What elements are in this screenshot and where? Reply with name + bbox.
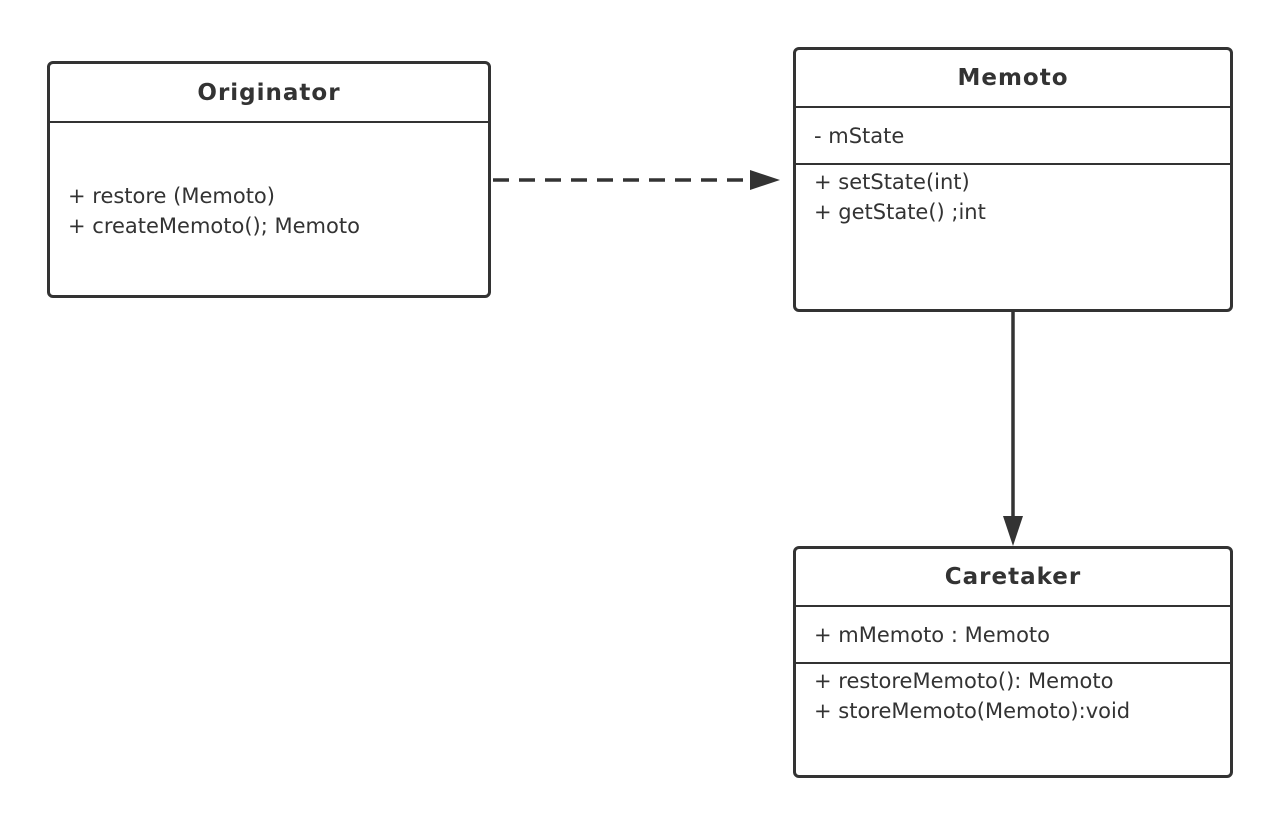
operation: + restore (Memoto) xyxy=(68,184,275,208)
class-name: Caretaker xyxy=(796,549,1230,607)
association-arrow-memoto-caretaker xyxy=(1003,312,1023,546)
operation: + restoreMemoto(): Memoto xyxy=(814,669,1114,693)
operation: + setState(int) xyxy=(814,170,970,194)
class-caretaker[interactable]: Caretaker + mMemoto : Memoto + restoreMe… xyxy=(793,546,1233,778)
class-memoto[interactable]: Memoto - mState + setState(int) + getSta… xyxy=(793,47,1233,312)
operations-section: + setState(int) + getState() ;int xyxy=(796,165,1230,227)
class-originator[interactable]: Originator + restore (Memoto) + createMe… xyxy=(47,61,491,298)
class-name: Memoto xyxy=(796,50,1230,108)
operation: + createMemoto(); Memoto xyxy=(68,214,360,238)
attributes-section: - mState xyxy=(796,108,1230,165)
operations-section: + restoreMemoto(): Memoto + storeMemoto(… xyxy=(796,664,1230,726)
operation: + getState() ;int xyxy=(814,200,986,224)
attributes-section: + mMemoto : Memoto xyxy=(796,607,1230,664)
association-arrowhead xyxy=(1003,516,1023,546)
dependency-arrow-originator-memoto xyxy=(493,170,780,190)
operations-section: + restore (Memoto) + createMemoto(); Mem… xyxy=(50,123,488,241)
dependency-arrowhead xyxy=(750,170,780,190)
attribute: + mMemoto : Memoto xyxy=(814,622,1051,647)
attribute: - mState xyxy=(814,123,905,148)
operation: + storeMemoto(Memoto):void xyxy=(814,699,1131,723)
class-name: Originator xyxy=(50,64,488,123)
